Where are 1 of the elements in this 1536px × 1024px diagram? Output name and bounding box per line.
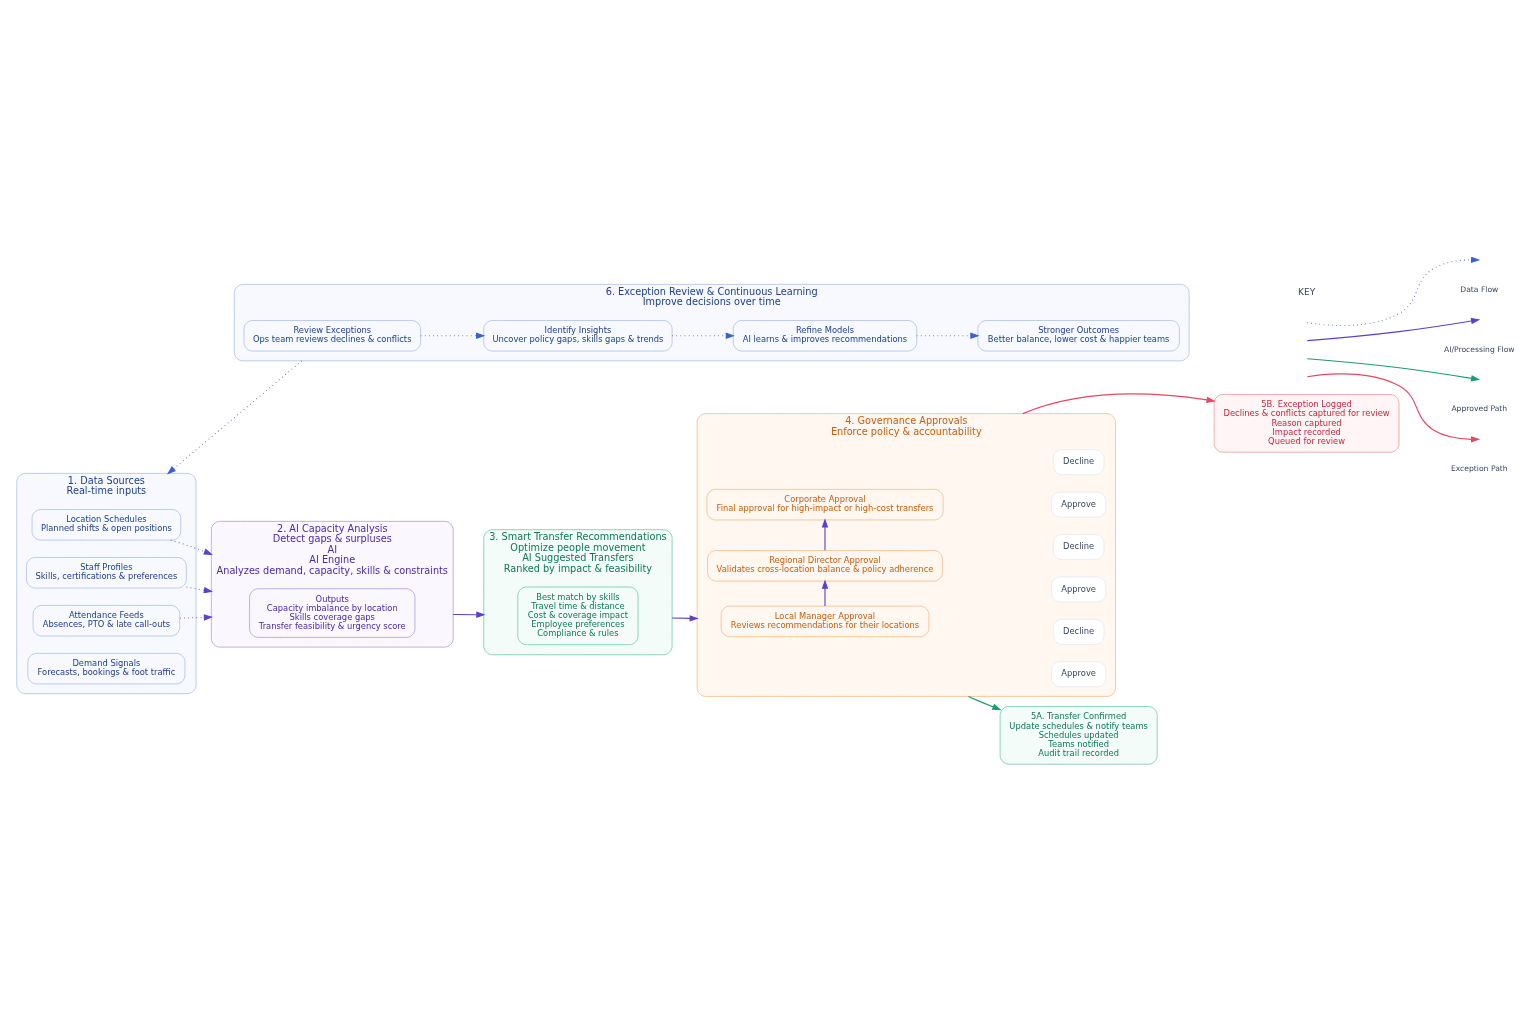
label: KEY xyxy=(1298,287,1316,298)
